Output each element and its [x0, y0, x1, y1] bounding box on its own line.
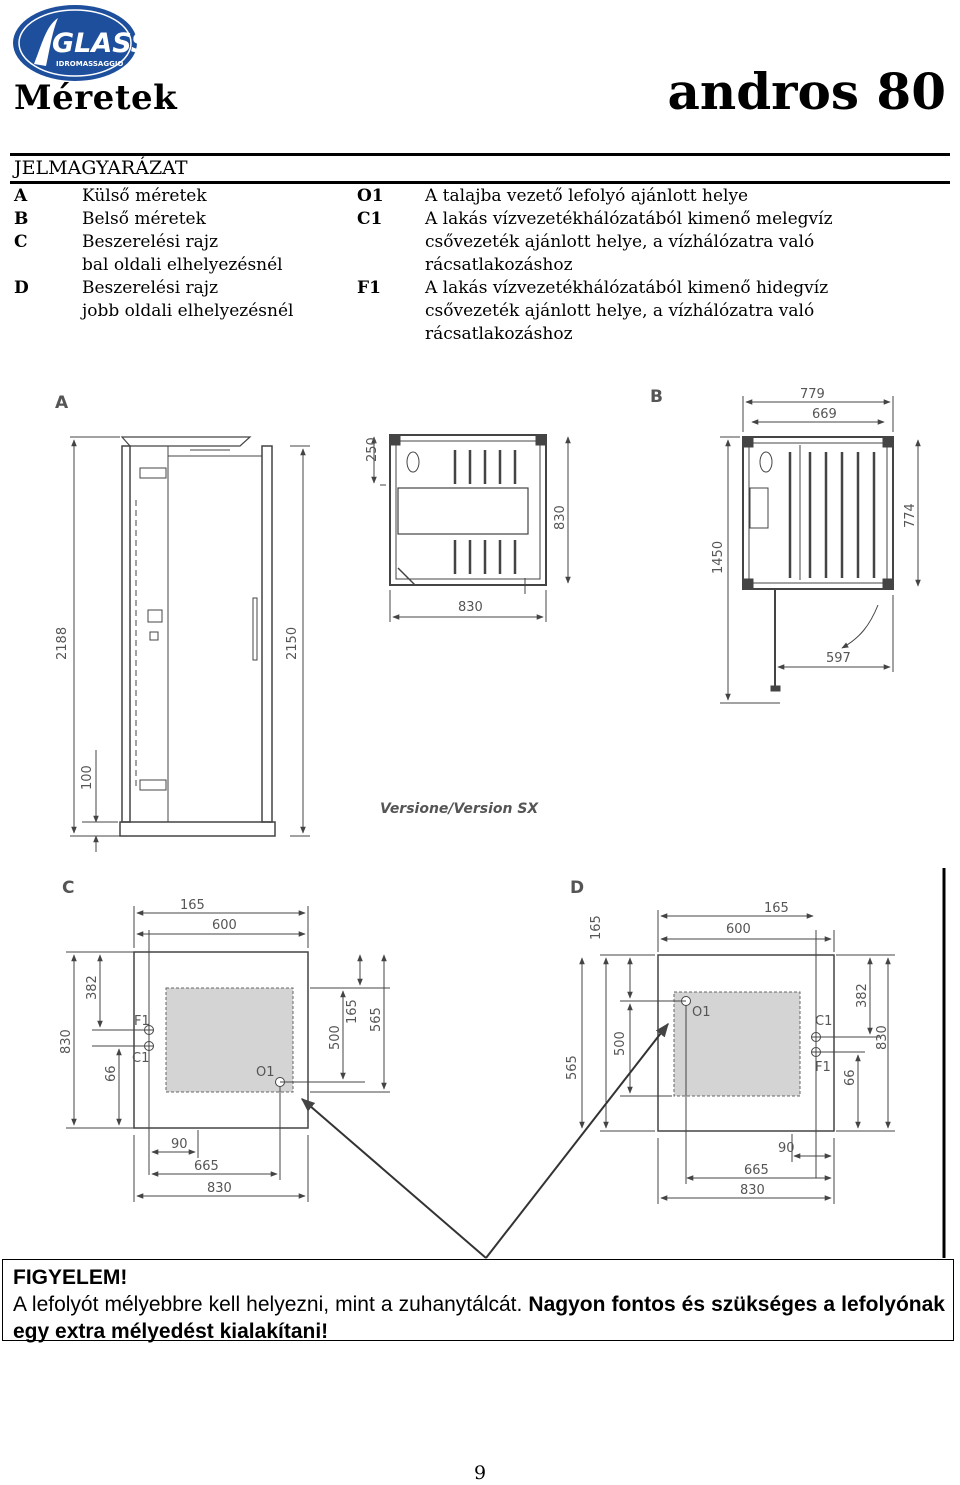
model-title: andros 80 — [667, 62, 946, 121]
legend-text: csővezeték ajánlott helye, a vízhálózatr… — [425, 232, 815, 252]
dim-label: 830 — [553, 505, 568, 530]
divider — [10, 153, 950, 156]
legend-text: A talajba vezető lefolyó ajánlott helye — [425, 186, 749, 206]
dim-label: 669 — [812, 407, 837, 422]
dim-label: 665 — [194, 1159, 219, 1174]
legend-heading: JELMAGYARÁZAT — [14, 157, 188, 179]
legend-text: Beszerelési rajz — [82, 278, 219, 298]
legend-text: rácsatlakozáshoz — [425, 255, 573, 275]
dim-label: 830 — [207, 1181, 232, 1196]
dim-label: 774 — [903, 503, 918, 528]
mark-label: F1 — [134, 1014, 150, 1029]
legend-text: A lakás vízvezetékhálózatából kimenő mel… — [425, 209, 833, 229]
dim-label: 597 — [826, 651, 851, 666]
dim-label: 66 — [843, 1069, 858, 1086]
dim-label: 665 — [744, 1163, 769, 1178]
version-label: Versione/Version SX — [380, 801, 539, 817]
dim-label: 90 — [171, 1137, 188, 1152]
dim-label: 500 — [328, 1025, 343, 1050]
dim-label: 2150 — [285, 627, 300, 660]
legend-key: C1 — [357, 209, 383, 229]
logo-brand: GLASS — [52, 28, 138, 59]
legend-text: A lakás vízvezetékhálózatából kimenő hid… — [425, 278, 829, 298]
dim-label: 66 — [104, 1065, 119, 1082]
drawing-label-c: C — [62, 878, 74, 898]
warning-text: A lefolyót mélyebbre kell helyezni, mint… — [13, 1291, 945, 1345]
dim-label: 500 — [613, 1031, 628, 1056]
dim-label: 250 — [365, 437, 380, 462]
section-title: Méretek — [14, 78, 178, 118]
page-number: 9 — [473, 1462, 487, 1484]
glass-logo: GLASS IDROMASSAGGIO — [13, 5, 138, 81]
technical-drawings: A 2188 2150 100 — [55, 387, 946, 1259]
legend-key: F1 — [357, 278, 381, 298]
legend-text: rácsatlakozáshoz — [425, 324, 573, 344]
warning-normal-text: A lefolyót mélyebbre kell helyezni, mint… — [13, 1293, 523, 1316]
dim-label: 779 — [800, 387, 825, 402]
drawing-label-a: A — [55, 393, 69, 413]
legend-text: Beszerelési rajz — [82, 232, 219, 252]
mark-label: F1 — [815, 1060, 831, 1075]
dim-label: 1450 — [711, 541, 726, 574]
dim-label: 165 — [180, 898, 205, 913]
legend-key: B — [14, 209, 29, 229]
warning-bold-text: Nagyon fontos és szükséges a lefolyónak … — [13, 1293, 945, 1343]
legend-key: D — [14, 278, 29, 298]
warning-box: FIGYELEM! A lefolyót mélyebbre kell hely… — [2, 1259, 954, 1343]
drawing-label-d: D — [570, 878, 584, 898]
legend-text: Külső méretek — [82, 186, 207, 206]
legend-text: csővezeték ajánlott helye, a vízhálózatr… — [425, 301, 815, 321]
legend-text: Belső méretek — [82, 209, 206, 229]
dim-label: 382 — [85, 975, 100, 1000]
dim-label: 90 — [778, 1141, 795, 1156]
dim-label: 600 — [212, 918, 237, 933]
mark-label: O1 — [256, 1065, 275, 1080]
mark-label: C1 — [815, 1014, 832, 1029]
dim-label: 165 — [764, 901, 789, 916]
dim-label: 100 — [80, 765, 95, 790]
dim-label: 830 — [875, 1025, 890, 1050]
legend-text: bal oldali elhelyezésnél — [82, 255, 283, 275]
dim-label: 165 — [345, 999, 360, 1024]
mark-label: O1 — [692, 1005, 711, 1020]
dim-label: 830 — [59, 1029, 74, 1054]
dim-label: 382 — [855, 983, 870, 1008]
dim-label: 600 — [726, 922, 751, 937]
dim-label: 830 — [740, 1183, 765, 1198]
dim-label: 565 — [369, 1007, 384, 1032]
mark-label: C1 — [132, 1051, 149, 1066]
legend-text: jobb oldali elhelyezésnél — [82, 301, 294, 321]
drawing-label-b: B — [650, 387, 663, 407]
dim-label: 830 — [458, 600, 483, 615]
dim-label: 2188 — [55, 627, 70, 660]
legend-key: C — [14, 232, 28, 252]
warning-heading: FIGYELEM! — [13, 1266, 128, 1289]
legend-key: A — [14, 186, 28, 206]
legend-key: O1 — [357, 186, 384, 206]
dim-label: 165 — [589, 915, 604, 940]
divider — [10, 181, 950, 184]
logo-sub: IDROMASSAGGIO — [56, 60, 123, 68]
dim-label: 565 — [565, 1055, 580, 1080]
